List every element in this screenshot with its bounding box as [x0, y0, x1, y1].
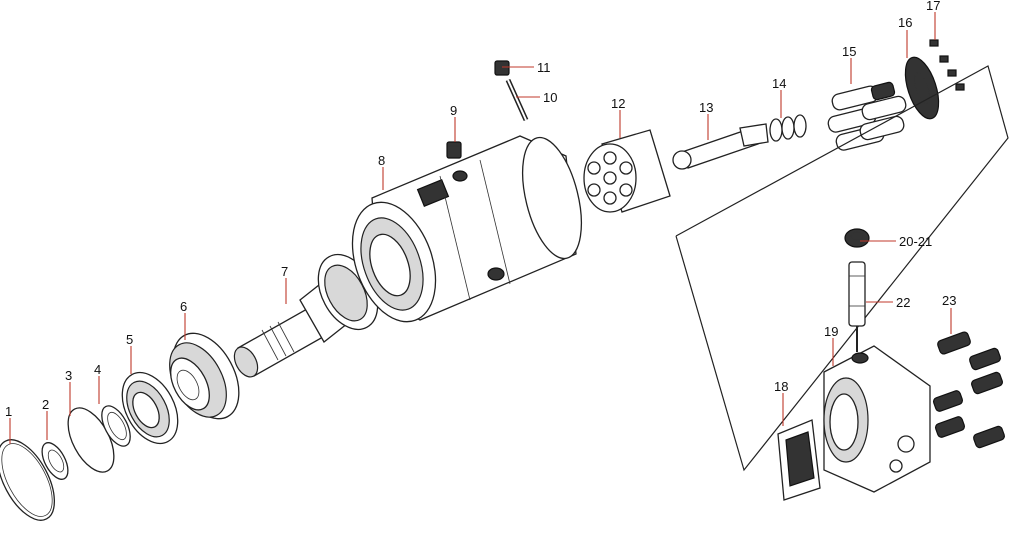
part-12-cylinder-block [583, 129, 671, 213]
part-11-nut [494, 60, 510, 76]
part-23-bolts [932, 331, 1005, 449]
callout-2: 2 [42, 397, 49, 412]
callout-3: 3 [65, 368, 72, 383]
part-9-plug [446, 141, 462, 159]
part-1-o-ring [0, 439, 56, 521]
part-14-spring-washers [769, 114, 807, 142]
callout-labels: 1 2 3 4 5 6 7 8 9 10 11 12 13 14 15 16 1… [5, 0, 956, 419]
callout-17: 17 [926, 0, 940, 13]
part-15-pistons [827, 81, 907, 151]
part-18-valve-plate [777, 419, 821, 501]
part-22-valve-spool [848, 261, 866, 352]
callout-15: 15 [842, 44, 856, 59]
part-20-21-plug [844, 228, 870, 248]
callout-20-21: 20-21 [899, 234, 932, 249]
part-10-pin [505, 78, 529, 122]
leader-lines [9, 12, 952, 444]
part-16-retaining-plate [904, 56, 940, 120]
part-13-center-shaft [672, 123, 769, 170]
callout-6: 6 [180, 299, 187, 314]
callout-9: 9 [450, 103, 457, 118]
callout-11: 11 [537, 60, 551, 75]
callout-16: 16 [898, 15, 912, 30]
callout-14: 14 [772, 76, 786, 91]
callout-4: 4 [94, 362, 101, 377]
callout-13: 13 [699, 100, 713, 115]
part-8-housing [351, 135, 582, 323]
callout-19: 19 [824, 324, 838, 339]
callout-22: 22 [896, 295, 910, 310]
callout-5: 5 [126, 332, 133, 347]
callout-23: 23 [942, 293, 956, 308]
part-19-end-cover [823, 345, 931, 493]
callout-8: 8 [378, 153, 385, 168]
callout-18: 18 [774, 379, 788, 394]
callout-7: 7 [281, 264, 288, 279]
part-2-ring [41, 442, 69, 480]
callout-12: 12 [611, 96, 625, 111]
end-cover-frame [675, 65, 1009, 472]
callout-1: 1 [5, 404, 12, 419]
part-17-screws [929, 39, 965, 91]
part-5-bearing [121, 371, 179, 445]
part-4-washer [101, 405, 131, 447]
callout-10: 10 [543, 90, 557, 105]
part-6-bearing [169, 332, 240, 420]
